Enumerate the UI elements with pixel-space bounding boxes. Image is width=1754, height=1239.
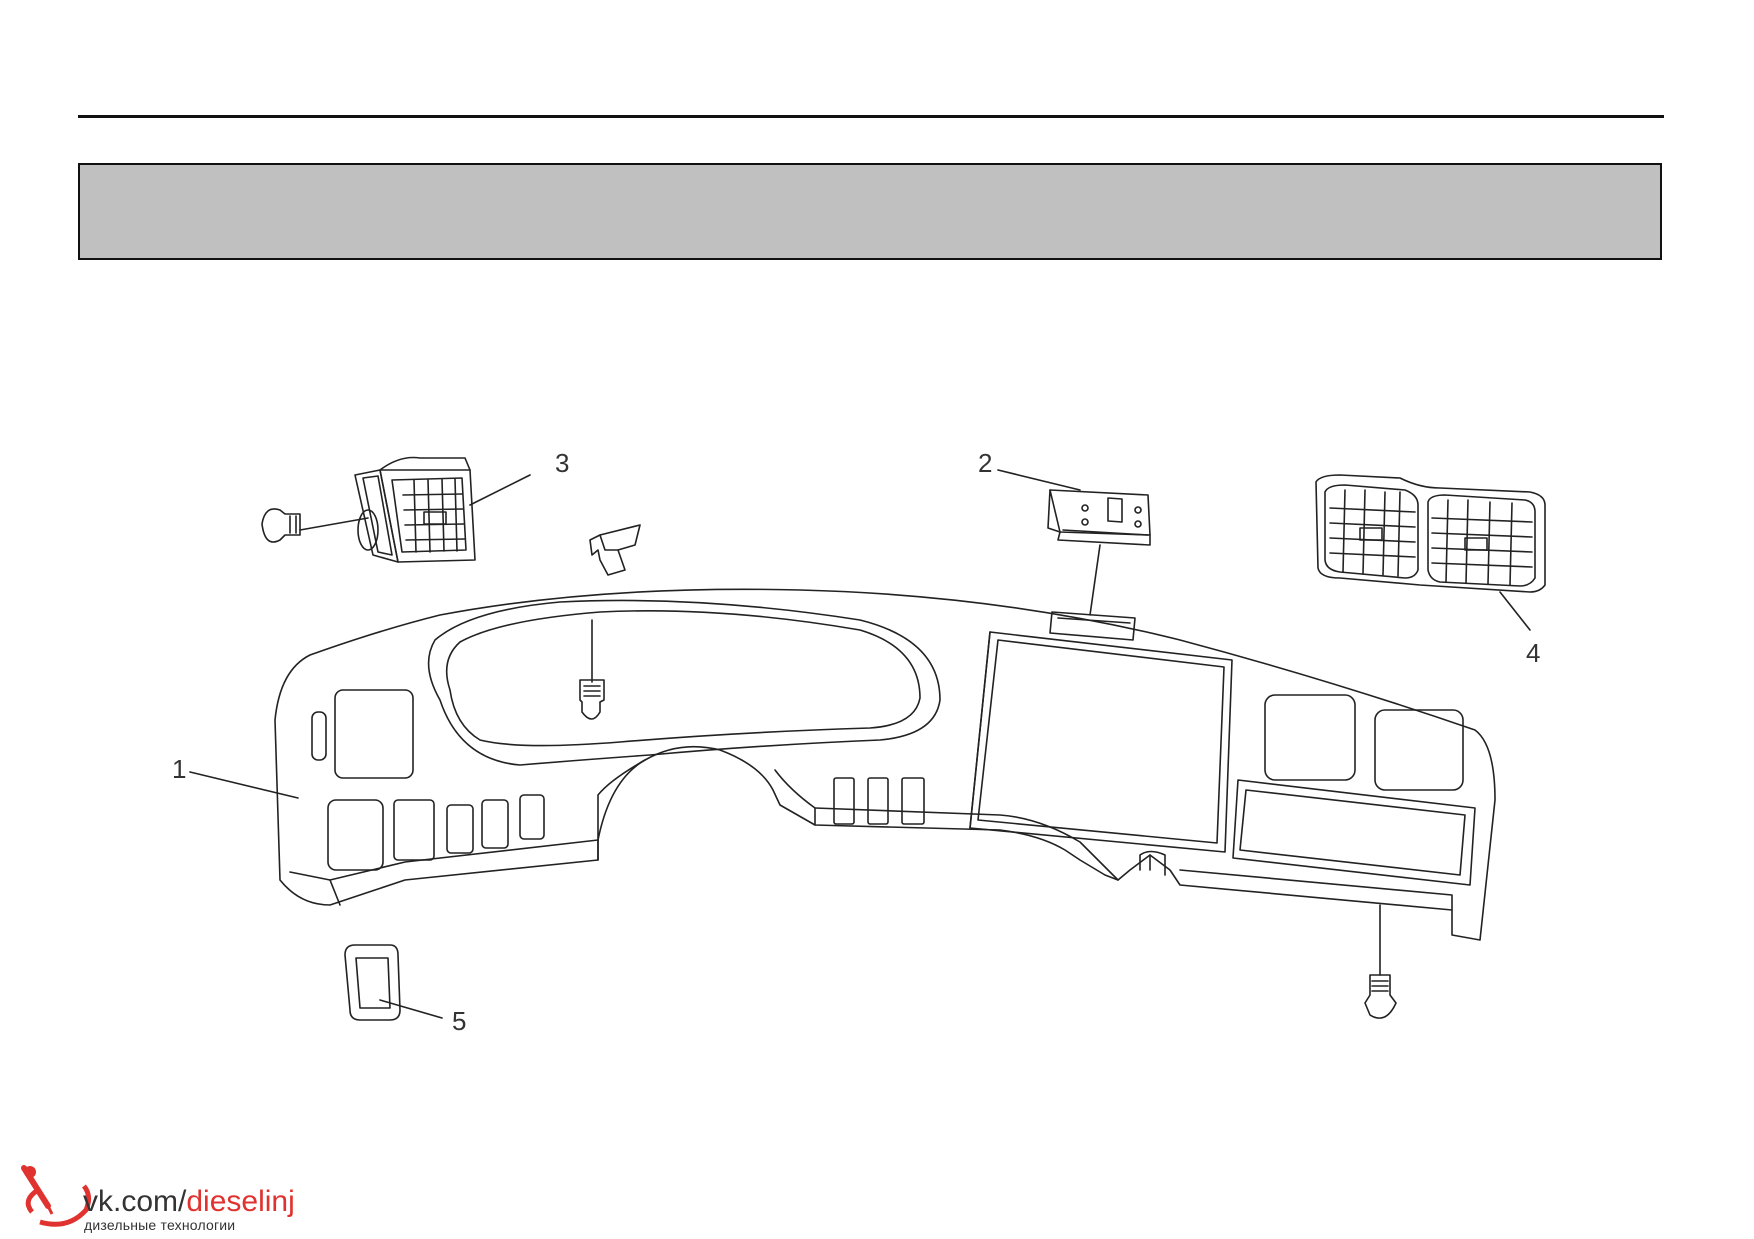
callout-4: 4 bbox=[1526, 638, 1540, 668]
callout-2: 2 bbox=[978, 448, 992, 478]
watermark-site-handle: dieselinj bbox=[186, 1185, 295, 1218]
watermark-subtitle: дизельные технологии bbox=[84, 1217, 236, 1233]
dashboard-panel bbox=[274, 588, 1496, 941]
title-band bbox=[78, 163, 1662, 260]
small-bezel bbox=[344, 944, 443, 1021]
callout-1: 1 bbox=[172, 754, 186, 784]
watermark-site-prefix: vk.com/ bbox=[83, 1185, 187, 1218]
watermark-logo-icon bbox=[21, 1165, 92, 1227]
callout-3: 3 bbox=[555, 448, 569, 478]
side-air-vent bbox=[261, 456, 531, 563]
callout-5: 5 bbox=[452, 1006, 466, 1036]
double-air-vent bbox=[1315, 474, 1546, 631]
clip bbox=[589, 524, 641, 576]
screw-bottom-right bbox=[1364, 904, 1397, 1019]
screw-center bbox=[579, 619, 605, 720]
slot-trim bbox=[997, 469, 1151, 616]
header-rule bbox=[78, 115, 1664, 118]
watermark-site: vk.com/dieselinj bbox=[83, 1187, 295, 1217]
